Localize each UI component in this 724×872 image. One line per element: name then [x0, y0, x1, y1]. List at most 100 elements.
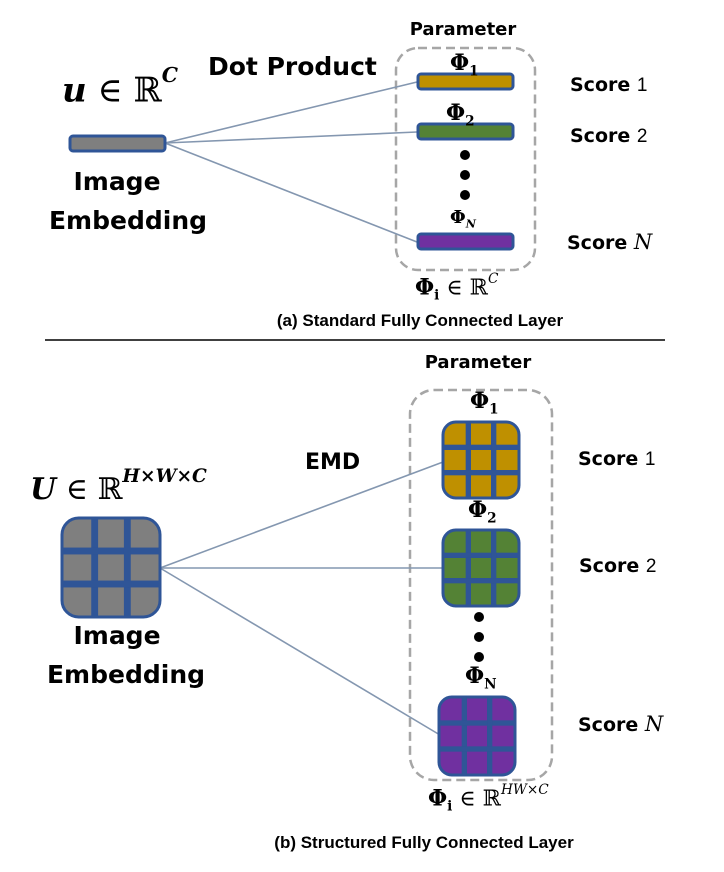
panel-a-parameter-box [394, 46, 537, 272]
input-dimension: C [161, 62, 179, 87]
phi-symbol: Φ [446, 100, 466, 126]
panel-b-param-label-1: Φ1 [470, 388, 499, 417]
phi-symbol: Φ [450, 50, 470, 76]
score-index: N [644, 712, 664, 736]
grid-divider-vertical [91, 518, 99, 617]
score-index: 1 [636, 75, 648, 96]
grid-divider-vertical [491, 422, 497, 498]
panel-b-ellipsis-dot [474, 632, 484, 642]
score-word: Score [570, 74, 631, 96]
grid-divider-horizontal [443, 444, 519, 450]
phi-subscript: N [484, 676, 497, 693]
phi-symbol: Φ [465, 663, 485, 689]
grid-tile-background [441, 528, 521, 608]
grid-tile-background [60, 516, 162, 619]
phi-symbol: Φ [415, 274, 435, 301]
grid-divider-vertical [461, 697, 467, 775]
phi-subscript: N [465, 217, 476, 231]
panel-a-input-vector [68, 134, 167, 153]
panel-a-parameter-label: Parameter [409, 19, 517, 40]
panel-a-connector-1 [164, 81, 418, 144]
grid-divider-horizontal [439, 746, 515, 752]
grid-divider-horizontal [62, 547, 160, 555]
panel-a-operation-label: Dot Product [208, 52, 377, 81]
panel-a-param-vector-1 [416, 72, 515, 91]
grid-divider-horizontal [62, 580, 160, 588]
panel-a-param-label-2: Φ2 [446, 100, 475, 129]
panel-b-score-1: Score 1 [578, 448, 655, 471]
panel-b-param-label-2: Φ2 [468, 497, 497, 526]
grid-tile-background [437, 695, 517, 777]
panel-a-input-caption-line2: Embedding [48, 206, 208, 235]
score-index: 2 [645, 556, 657, 577]
member-of-symbol: ∈ [446, 275, 463, 301]
member-of-symbol: ∈ [97, 70, 123, 111]
panel-b-ellipsis-dot [474, 652, 484, 662]
panel-a-score-N: Score N [567, 230, 652, 254]
panel-b-score-2: Score 2 [579, 555, 656, 578]
panel-a-input-formula: u ∈ ℝC [62, 63, 178, 111]
phi-symbol: Φ [450, 207, 466, 228]
phi-symbol: Φ [468, 497, 488, 523]
score-word: Score [567, 232, 628, 254]
phi-subscript: i [447, 798, 453, 815]
panel-a-param-label-1: Φ1 [450, 50, 479, 79]
grid-divider-horizontal [439, 720, 515, 726]
panel-a-score-2: Score 2 [570, 125, 647, 148]
grid-divider-vertical [465, 530, 471, 606]
panel-a-ellipsis-dot [460, 190, 470, 200]
phi-subscript: i [434, 287, 440, 304]
real-set-symbol: ℝ [469, 275, 488, 301]
panel-b-operation-label: EMD [305, 450, 361, 475]
grid-divider-vertical [465, 422, 471, 498]
param-dimension: C [487, 271, 499, 288]
score-word: Score [578, 448, 639, 470]
panel-b-score-N: Score N [578, 712, 663, 736]
panel-a-param-vector-2 [416, 122, 515, 141]
score-word: Score [570, 125, 631, 147]
grid-divider-vertical [123, 518, 131, 617]
member-of-symbol: ∈ [65, 472, 88, 507]
grid-divider-horizontal [443, 578, 519, 584]
panel-b-param-grid-2 [441, 528, 521, 608]
grid-divider-vertical [491, 530, 497, 606]
panel-b-input-formula: U ∈ ℝH×W×C [30, 466, 207, 507]
score-index: 1 [644, 449, 656, 470]
panel-b-input-caption-line2: Embedding [46, 660, 206, 689]
panel-b-parameter-box [408, 388, 554, 782]
panel-b-ellipsis-dot [474, 612, 484, 622]
panel-a-param-label-N: ΦN [450, 207, 476, 231]
phi-subscript: 1 [469, 63, 479, 80]
input-dimension: H×W×C [122, 466, 207, 488]
panel-a-param-vector-N [416, 232, 515, 251]
score-word: Score [579, 555, 640, 577]
score-index: 2 [636, 126, 648, 147]
panel-b-param-space: Φi ∈ ℝHW×C [428, 782, 549, 815]
param-dimension: HW×C [500, 782, 549, 799]
panel-a-connector-N [164, 142, 418, 243]
grid-divider-horizontal [443, 470, 519, 476]
panel-a-score-1: Score 1 [570, 74, 647, 97]
panel-b-connector-1 [159, 461, 444, 569]
phi-subscript: 2 [487, 510, 497, 527]
panel-b-parameter-label: Parameter [424, 352, 532, 373]
real-set-symbol: ℝ [97, 472, 123, 507]
panel-b-param-label-N: ΦN [465, 663, 497, 692]
grid-divider-vertical [487, 697, 493, 775]
panel-a-param-space: Φi ∈ ℝC [415, 271, 499, 304]
input-symbol: U [30, 472, 57, 507]
panel-b-input-grid [60, 516, 162, 619]
real-set-symbol: ℝ [133, 70, 162, 111]
panel-b-connector-N [159, 567, 441, 736]
grid-divider-horizontal [443, 552, 519, 558]
panel-a-input-caption-line1: Image [73, 167, 161, 196]
phi-symbol: Φ [470, 388, 490, 414]
panel-b-input-caption-line1: Image [73, 621, 161, 650]
panel-a-ellipsis-dot [460, 170, 470, 180]
panel-a-caption: (a) Standard Fully Connected Layer [276, 311, 564, 330]
panel-b-caption: (b) Structured Fully Connected Layer [274, 833, 574, 852]
grid-tile-background [441, 420, 521, 500]
panel-a-connector-2 [164, 131, 418, 144]
real-set-symbol: ℝ [482, 786, 501, 812]
